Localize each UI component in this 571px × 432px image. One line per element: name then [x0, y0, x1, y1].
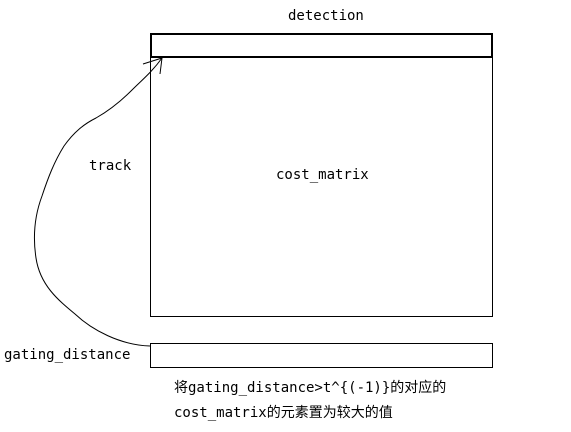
gating-distance-box [150, 343, 493, 368]
detection-label: detection [288, 8, 364, 24]
note-line-1: 将gating_distance>t^{(-1)}的对应的 [174, 380, 447, 396]
arrowhead-icon [142, 57, 163, 75]
note-line-2: cost_matrix的元素置为较大的值 [174, 405, 393, 421]
curved-arrow-path [33, 57, 163, 347]
cost-matrix-label: cost_matrix [276, 167, 369, 183]
gating-distance-label: gating_distance [4, 347, 131, 363]
track-label: track [89, 158, 132, 174]
cost-matrix-box [150, 57, 493, 317]
